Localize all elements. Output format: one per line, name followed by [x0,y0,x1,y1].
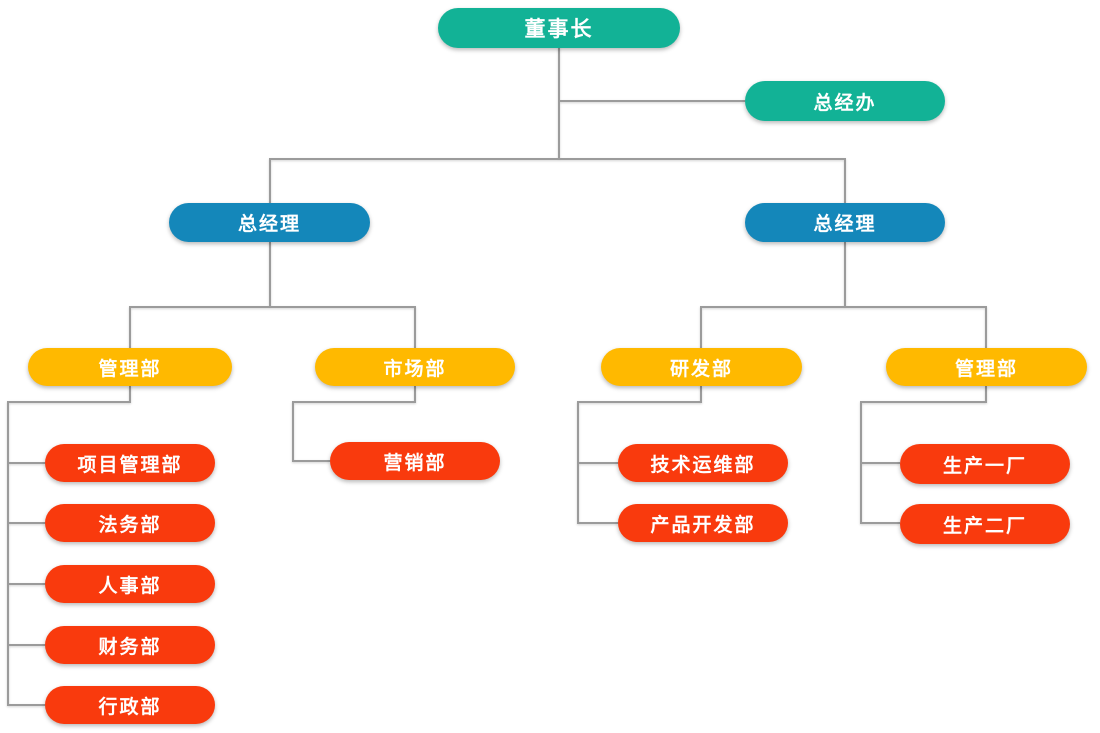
node-product-dev[interactable]: 产品开发部 [618,504,788,542]
node-project-mgmt[interactable]: 项目管理部 [45,444,215,482]
edge-mgmt-left-trunk [7,386,131,706]
node-plant2[interactable]: 生产二厂 [900,504,1070,544]
node-admin[interactable]: 行政部 [45,686,215,724]
edge-gm-left-children [129,306,416,348]
node-plant1[interactable]: 生产一厂 [900,444,1070,484]
node-mgmt-right[interactable]: 管理部 [886,348,1087,386]
node-legal[interactable]: 法务部 [45,504,215,542]
node-gm-right[interactable]: 总经理 [745,203,945,242]
node-tech-ops[interactable]: 技术运维部 [618,444,788,482]
node-gm-left[interactable]: 总经理 [169,203,370,242]
node-gm-office[interactable]: 总经办 [745,81,945,121]
node-finance[interactable]: 财务部 [45,626,215,664]
edge-chairman-gms [269,158,846,203]
node-mgmt-left[interactable]: 管理部 [28,348,232,386]
edge-rnd-trunk [577,386,702,524]
edge-gm-right-children [700,306,987,348]
node-rnd[interactable]: 研发部 [601,348,802,386]
node-hr[interactable]: 人事部 [45,565,215,603]
edge-market-sales [292,386,416,462]
node-sales[interactable]: 营销部 [330,442,500,480]
node-chairman[interactable]: 董事长 [438,8,680,48]
node-market[interactable]: 市场部 [315,348,515,386]
edge-mgmt-right-trunk [860,386,987,524]
